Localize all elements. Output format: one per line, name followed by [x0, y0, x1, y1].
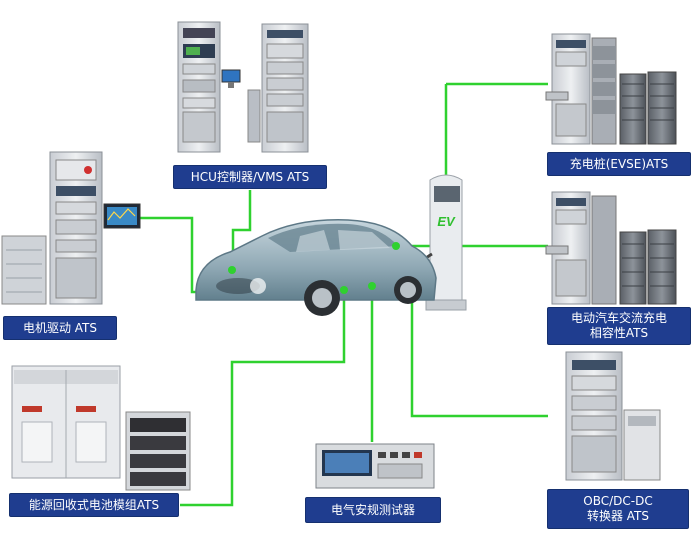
- compat-label-line2: 相容性ATS: [589, 326, 649, 340]
- hcu-label-text: HCU控制器/VMS ATS: [190, 169, 310, 184]
- compat-label: 电动汽车交流充电 相容性ATS: [548, 308, 690, 344]
- compat-label-line1: 电动汽车交流充电: [570, 311, 667, 325]
- evse-equipment: [545, 33, 677, 145]
- obc-equipment: [565, 351, 661, 481]
- motor-label-text: 电机驱动 ATS: [22, 320, 98, 335]
- connector-battery: [180, 290, 346, 507]
- hcu-equipment: [177, 21, 309, 153]
- charger-ev-text: EV: [437, 214, 456, 229]
- safety-label-text: 电气安规测试器: [330, 502, 415, 517]
- obc-label-line1: OBC/DC-DC: [583, 494, 653, 508]
- evse-label-text: 充电桩(EVSE)ATS: [569, 156, 669, 171]
- obc-label: OBC/DC-DC 转换器 ATS: [548, 490, 688, 528]
- battery-label-text: 能源回收式电池模组ATS: [28, 497, 160, 512]
- battery-equipment: [11, 365, 191, 491]
- evse-label: 充电桩(EVSE)ATS: [548, 153, 690, 175]
- obc-label-line2: 转换器 ATS: [586, 509, 650, 523]
- hcu-label: HCU控制器/VMS ATS: [174, 166, 326, 188]
- safety-equipment: [315, 443, 435, 489]
- battery-label: 能源回收式电池模组ATS: [10, 494, 178, 516]
- motor-equipment: [1, 151, 141, 305]
- safety-label: 电气安规测试器: [306, 498, 440, 522]
- car-illustration: [195, 219, 437, 316]
- compat-equipment: [545, 191, 677, 305]
- charger-post: EV: [408, 174, 467, 311]
- motor-label: 电机驱动 ATS: [4, 317, 116, 339]
